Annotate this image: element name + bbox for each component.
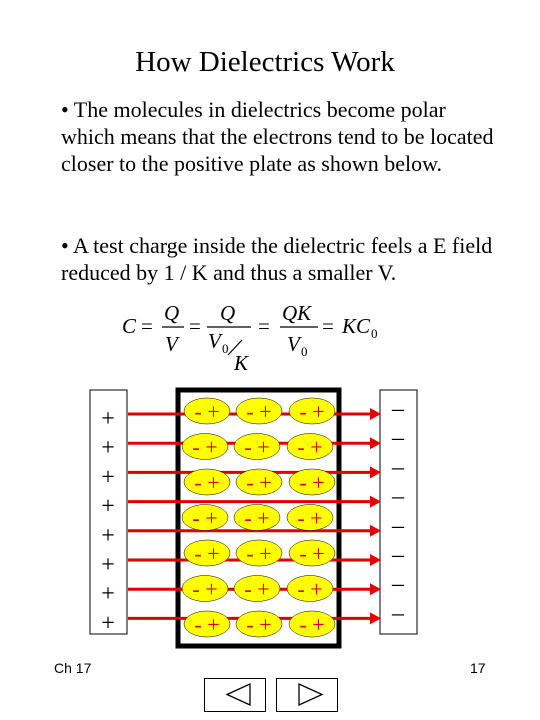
field-arrowhead [370,408,381,420]
plus-sign: + [101,581,115,607]
molecule-charge-label: - + [194,399,219,424]
polar-molecule: - + [286,433,334,460]
minus-sign: – [391,484,405,510]
next-slide-button[interactable] [276,678,338,712]
field-arrowhead [370,495,381,508]
bullet-polar-molecules: • The molecules in dielectrics become po… [61,97,494,176]
bullet-reduced-field: • A test charge inside the dielectric fe… [61,233,493,285]
plus-sign: + [101,523,115,549]
plus-sign: + [101,464,115,490]
polar-molecule: - + [288,397,336,425]
polar-molecule: - + [288,468,336,496]
polar-molecule: - + [183,397,231,425]
polar-molecule: - + [286,504,334,531]
molecule-charge-label: - + [297,577,322,602]
molecule-charge-label: - + [244,435,269,460]
eq-qk: QK [282,301,312,325]
polar-molecule: - + [235,468,283,496]
eq-v0-a: V [208,329,223,353]
field-arrowhead [370,554,381,566]
molecule-charge-label: - + [299,612,324,637]
molecule-charge-label: - + [246,612,271,637]
minus-sign: – [391,396,405,422]
polar-molecule: - + [233,504,281,531]
eq-v0-a-sub: 0 [222,341,229,356]
molecule-charge-label: - + [192,435,217,460]
polar-molecule: - + [288,539,336,567]
polar-molecule: - + [181,504,229,531]
molecule-charge-label: - + [246,541,271,566]
eq-kc-sub: 0 [371,326,378,341]
polar-molecule: - + [288,610,336,638]
chapter-label: Ch 17 [54,660,92,676]
molecule-charge-label: - + [299,470,324,495]
capacitance-equation: C = Q V = Q V 0 K = QK V 0 = KC 0 [122,301,378,375]
plus-sign: + [101,610,115,636]
molecule-charge-label: - + [299,541,324,566]
molecule-charge-label: - + [194,541,219,566]
polar-molecule: - + [183,610,231,638]
polar-molecule: - + [235,539,283,567]
eq-q1: Q [164,301,179,325]
field-arrowhead [370,466,381,479]
eq-v0-b: V [287,332,302,356]
page-number: 17 [470,660,486,676]
field-arrowhead [370,437,381,450]
polar-molecule: - + [286,575,334,602]
molecule-charge-label: - + [192,506,217,531]
polar-molecule: - + [181,575,229,602]
positive-plate [89,389,128,635]
polar-molecules: - +- +- +- +- +- +- +- +- +- +- +- +- +-… [181,397,336,638]
field-arrowhead [370,612,381,625]
molecule-charge-label: - + [297,435,322,460]
negative-charges: – – – – – – – – [391,396,405,626]
positive-charges: + + + + + + + + [101,406,115,636]
eq-c: C [122,314,137,338]
polar-molecule: - + [235,610,283,638]
molecule-charge-label: - + [246,470,271,495]
polar-molecule: - + [183,539,231,567]
plus-sign: + [101,552,115,578]
minus-sign: – [391,571,405,597]
eq-v: V [165,332,180,356]
polar-molecule: - + [235,397,283,425]
plus-sign: + [101,406,115,432]
plus-sign: + [101,494,115,520]
svg-text:=: = [258,314,270,338]
polar-molecule: - + [183,468,231,496]
svg-text:=: = [141,314,153,338]
field-arrowhead [370,524,381,537]
svg-text:=: = [322,314,334,338]
minus-sign: – [391,542,405,568]
field-arrowhead [370,583,381,596]
plus-sign: + [101,435,115,461]
minus-sign: – [391,600,405,626]
polar-molecule: - + [233,433,281,460]
minus-sign: – [391,425,405,451]
eq-k: K [233,351,249,375]
polar-molecule: - + [233,575,281,602]
molecule-charge-label: - + [299,399,324,424]
molecule-charge-label: - + [297,506,322,531]
molecule-charge-label: - + [194,612,219,637]
negative-plate [379,389,418,635]
eq-q2: Q [220,301,235,325]
eq-v0-b-sub: 0 [301,344,308,359]
triangle-left-icon [225,682,251,707]
molecule-charge-label: - + [244,577,269,602]
svg-text:=: = [189,314,201,338]
triangle-right-icon [298,682,324,707]
eq-kc: KC [341,314,371,338]
minus-sign: – [391,454,405,480]
slide-title: How Dielectrics Work [135,46,395,78]
molecule-charge-label: - + [192,577,217,602]
molecule-charge-label: - + [246,399,271,424]
polar-molecule: - + [181,433,229,460]
minus-sign: – [391,513,405,539]
molecule-charge-label: - + [244,506,269,531]
previous-slide-button[interactable] [204,678,266,712]
molecule-charge-label: - + [194,470,219,495]
